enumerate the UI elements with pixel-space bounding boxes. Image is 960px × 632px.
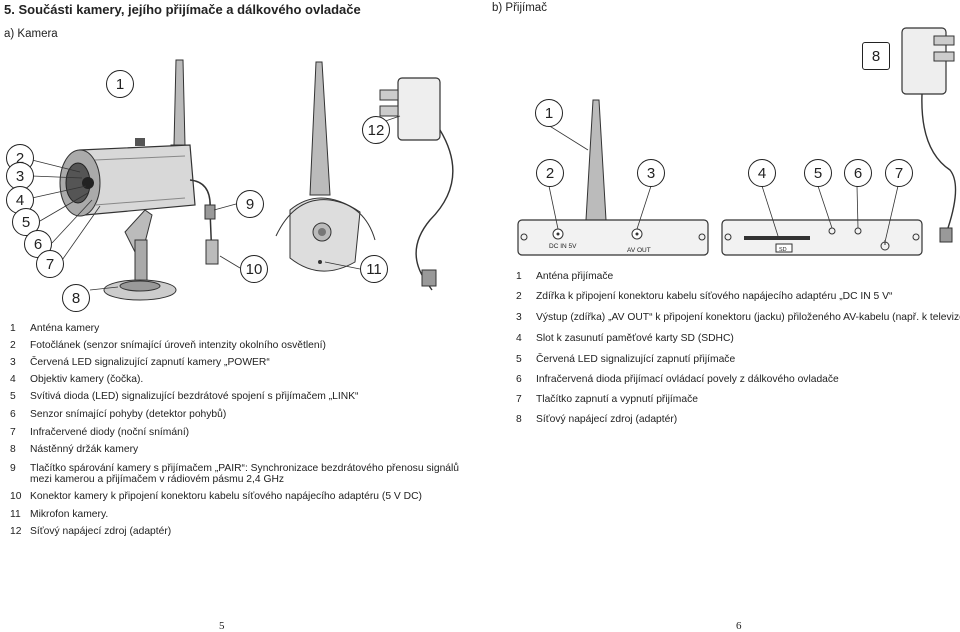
dc-in-label: DC IN 5V	[549, 243, 577, 250]
receiver-illustration: DC IN 5V AV OUT SD	[517, 27, 957, 256]
camera-callout-9: 9	[236, 190, 264, 218]
sd-label: SD	[779, 247, 787, 253]
camera-callout-5: 5	[12, 208, 40, 236]
camera-callout-11: 11	[360, 255, 388, 283]
camera-callout-10: 10	[240, 255, 268, 283]
camera-illustration	[31, 59, 454, 301]
receiver-front-panel: SD	[721, 219, 923, 256]
camera-callout-1: 1	[106, 70, 134, 98]
camera-callout-3: 3	[6, 162, 34, 190]
camera-wall-mount	[103, 209, 177, 301]
receiver-callout-5: 5	[804, 159, 832, 187]
camera-body	[59, 138, 196, 217]
receiver-antenna	[585, 99, 607, 221]
camera-callout-12: 12	[362, 116, 390, 144]
av-out-label: AV OUT	[627, 247, 651, 254]
camera-rear-view	[275, 61, 376, 272]
page-number-left: 5	[219, 620, 225, 632]
section-title-receiver: b) Přijímač	[492, 2, 547, 14]
receiver-callout-4: 4	[748, 159, 776, 187]
camera-callout-6: 6	[24, 230, 52, 258]
section-title-camera: a) Kamera	[4, 28, 58, 40]
camera-power-adapter	[379, 77, 454, 291]
page-heading: 5. Součásti kamery, jejího přijímače a d…	[4, 2, 361, 17]
receiver-callout-3: 3	[637, 159, 665, 187]
receiver-callout-7: 7	[885, 159, 913, 187]
camera-antenna	[170, 59, 188, 154]
camera-callout-7: 7	[36, 250, 64, 278]
receiver-callout-6: 6	[844, 159, 872, 187]
receiver-power-adapter	[901, 27, 957, 243]
camera-callout-8: 8	[62, 284, 90, 312]
receiver-callout-2: 2	[536, 159, 564, 187]
receiver-callout-1: 1	[535, 99, 563, 127]
receiver-callout-8: 8	[862, 42, 890, 70]
page-number-right: 6	[736, 620, 742, 632]
receiver-rear-panel: DC IN 5V AV OUT	[517, 219, 709, 256]
